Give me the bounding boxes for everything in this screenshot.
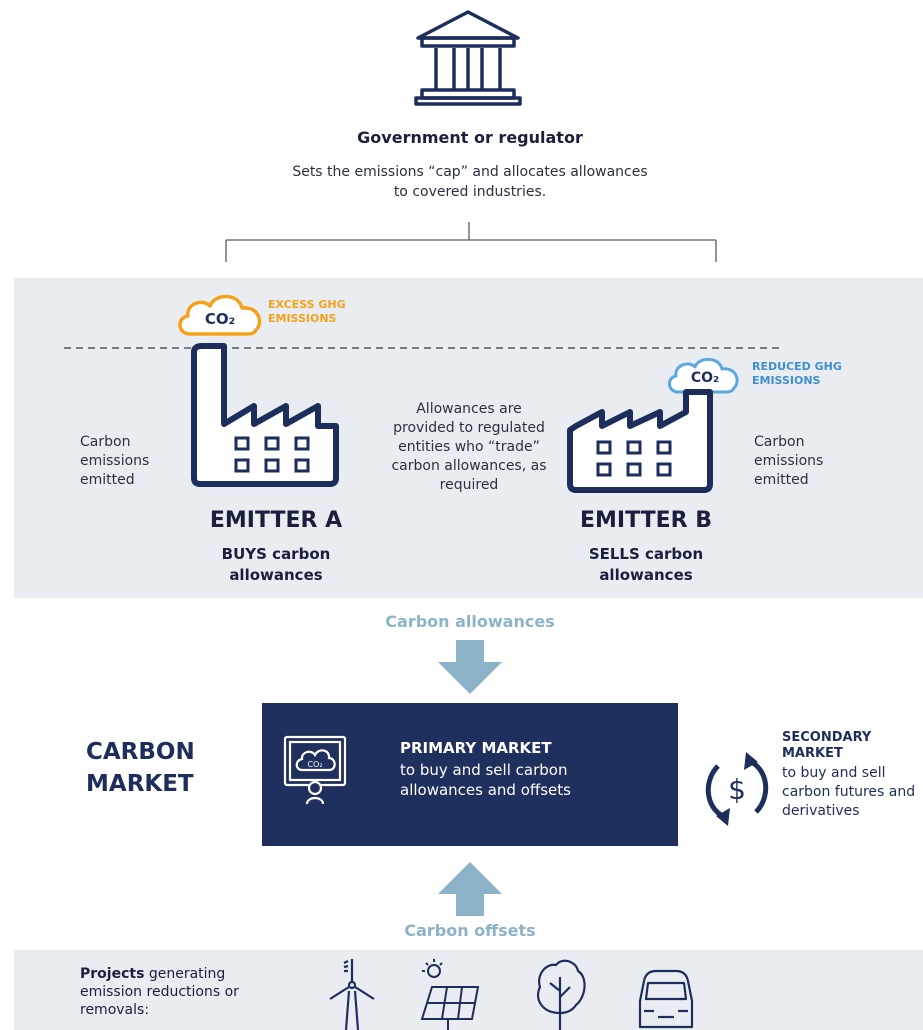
emitter-b-tag: REDUCED GHG EMISSIONS [752, 360, 842, 387]
emitter-b-co2: CO₂ [690, 370, 720, 386]
carbon-offsets-label: Carbon offsets [404, 921, 536, 940]
projects-panel [14, 950, 923, 1030]
svg-text:$: $ [728, 773, 746, 806]
regulator-description: Sets the emissions “cap” and allocates a… [292, 164, 648, 200]
factory-icon [191, 343, 339, 487]
emitter-a-co2: CO₂ [204, 310, 236, 328]
secondary-market-description: to buy and sell carbon futures and deriv… [782, 765, 916, 819]
primary-market-box[interactable] [262, 703, 678, 846]
certificate-icon [283, 735, 347, 805]
down-arrow [438, 640, 502, 694]
emitter-b-side-text: Carbon emissions emitted [754, 434, 824, 488]
emitter-a-tag: EXCESS GHG EMISSIONS [268, 298, 346, 325]
cloud-co2-icon [178, 294, 262, 336]
certificate-co2-text: CO₂ [307, 760, 323, 769]
primary-market-description: to buy and sell carbon allowances and of… [400, 761, 571, 799]
vehicle-icon [638, 969, 694, 1029]
government-building-icon [414, 10, 522, 106]
emitter-a-name: EMITTER A [209, 508, 343, 533]
tree-icon [536, 959, 586, 1030]
dollar-cycle-icon: $ [705, 752, 769, 826]
regulator-connector [225, 222, 717, 262]
regulator-title: Government or regulator [357, 128, 583, 147]
emitter-a-action: BUYS carbon allowances [221, 545, 331, 584]
secondary-market-title: SECONDARY MARKET [782, 730, 872, 761]
projects-rest: generating emission reductions or remova… [80, 966, 239, 1018]
solar-panel-icon [420, 959, 480, 1030]
emitter-a-side-text: Carbon emissions emitted [80, 434, 150, 488]
wind-turbine-icon [329, 959, 375, 1030]
allowances-explanation: Allowances are provided to regulated ent… [391, 401, 547, 493]
emitters-panel [14, 278, 923, 598]
up-arrow [438, 862, 502, 916]
primary-market-title: PRIMARY MARKET [400, 739, 552, 757]
cloud-co2-icon [668, 357, 739, 394]
cap-dashed-line [64, 347, 780, 349]
carbon-market-label: CARBON MARKET [86, 739, 195, 797]
carbon-allowances-label: Carbon allowances [385, 612, 555, 631]
projects-description: Projects generating emission reductions … [80, 965, 280, 1019]
emitter-b-name: EMITTER B [579, 508, 713, 533]
factory-icon [567, 389, 713, 493]
projects-bold: Projects [80, 966, 145, 982]
emitter-b-action: SELLS carbon allowances [588, 545, 704, 584]
